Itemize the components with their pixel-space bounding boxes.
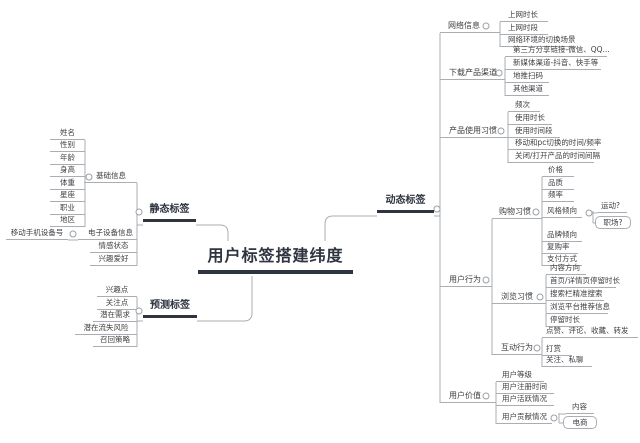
shopping-habit-node[interactable]: 购物习惯 [492,205,542,219]
contribution-node[interactable]: 用户贡献情况 [496,411,552,424]
mindmap-leaf[interactable]: 搜索栏精准搜索 [546,288,604,301]
hobby-node[interactable]: 兴趣爱好 [90,253,137,266]
mindmap-leaf[interactable]: 召回策略 [93,334,137,347]
mindmap-leaf[interactable]: 性别 [50,139,85,152]
collapse-handle-icon[interactable] [69,230,77,238]
dynamic-tags-node[interactable]: 动态标签 [377,193,434,213]
mindmap-leaf[interactable]: 价格 [542,164,574,177]
mindmap-leaf[interactable]: 频率 [542,189,574,202]
mindmap-leaf[interactable]: 支付方式 [542,253,582,266]
collapse-handle-icon[interactable] [85,173,93,181]
connector-line [324,215,377,241]
mindmap-leaf[interactable]: 内容 [566,401,594,414]
mindmap-leaf[interactable]: 停留时长 [546,314,584,327]
mindmap-leaf[interactable]: 频次 [508,99,540,112]
mindmap-leaf[interactable]: 电商 [563,416,597,429]
mindmap-leaf[interactable]: 首页/详情页停留时长 [546,275,620,288]
mindmap-leaf[interactable]: 体重 [50,177,85,190]
mindmap-leaf[interactable]: 打赏 [542,343,572,356]
collapse-handle-icon[interactable] [482,276,490,284]
collapse-handle-icon[interactable] [135,208,143,216]
user-behavior-node[interactable]: 用户行为 [440,273,492,287]
collapse-handle-icon[interactable] [433,205,441,213]
mindmap-leaf[interactable]: 新媒体渠道-抖音、快手等 [505,57,601,70]
mindmap-leaf[interactable]: 用户注册时间 [496,381,554,394]
style-tendency-node[interactable]: 风格倾向 [542,205,582,218]
connector-line [592,211,597,224]
collapse-handle-icon[interactable] [585,209,593,217]
collapse-handle-icon[interactable] [495,69,503,77]
collapse-handle-icon[interactable] [482,22,490,30]
mindmap-leaf[interactable]: 品质 [542,177,574,190]
collapse-handle-icon[interactable] [550,414,558,422]
mindmap-leaf[interactable]: 年龄 [50,152,85,165]
connector-line [197,276,253,322]
mindmap-leaf[interactable]: 关闭/打开产品的时间间隔 [508,150,600,163]
mindmap-leaf[interactable]: 关注、私聊 [542,354,592,367]
collapse-handle-icon[interactable] [482,392,490,400]
browse-habit-node[interactable]: 浏览习惯 [492,290,546,304]
emotion-status-node[interactable]: 情感状态 [90,240,137,253]
network-info-node[interactable]: 网络信息 [440,19,500,33]
collapse-handle-icon[interactable] [532,208,540,216]
collapse-handle-icon[interactable] [533,344,541,352]
mindmap-leaf[interactable]: 使用时间段 [508,125,560,138]
mindmap-leaf[interactable]: 用户活跃情况 [496,393,554,406]
mindmap-leaf[interactable]: 职场? [595,216,631,229]
mindmap-leaf[interactable]: 潜在流失风险 [75,322,137,335]
mindmap-leaf[interactable]: 网络环境的切换场景 [500,34,576,47]
product-usage-node[interactable]: 产品使用习惯 [440,124,508,138]
collapse-handle-icon[interactable] [536,293,544,301]
connector-line [558,413,566,424]
mindmap-leaf[interactable]: 移动和pc切换的时间/频率 [508,137,601,150]
mindmap-leaf[interactable]: 地推扫码 [505,70,549,83]
mindmap-leaf[interactable]: 姓名 [50,127,85,140]
mindmap-leaf[interactable]: 地区 [50,214,85,227]
mindmap-leaf[interactable]: 上网时段 [500,22,548,35]
mindmap-leaf[interactable]: 关注点 [97,297,137,310]
mindmap-leaf[interactable]: 复购率 [542,241,578,254]
mindmap-leaf[interactable]: 第三方分享链接-微信、QQ... [505,44,610,57]
mindmap-leaf[interactable]: 其他渠道 [505,83,549,96]
collapse-handle-icon[interactable] [135,307,143,315]
mindmap-leaf[interactable]: 潜在需求 [93,309,137,322]
connector-line [196,224,229,241]
mindmap-leaf[interactable]: 兴趣点 [97,284,137,297]
interact-behavior-node[interactable]: 互动行为 [492,341,542,355]
mindmap-leaf[interactable]: 职业 [50,202,85,215]
mindmap-leaf[interactable]: 用户等级 [496,369,544,382]
basic-info-node[interactable]: 基础信息 [84,170,137,183]
predict-tags-node[interactable]: 预测标签 [143,298,197,318]
download-channel-node[interactable]: 下载产品渠道 [440,66,505,80]
static-tags-node[interactable]: 静态标签 [143,202,196,222]
mindmap-leaf[interactable]: 移动手机设备号 [6,227,68,240]
mindmap-leaf[interactable]: 点赞、评论、收藏、转发 [542,325,638,338]
mindmap-leaf[interactable]: 运动? [597,200,627,213]
mindmap-leaf[interactable]: 浏览平台推荐信息 [546,301,610,314]
central-topic[interactable]: 用户标签搭建纬度 [198,244,353,274]
mindmap-leaf[interactable]: 上网时长 [500,9,548,22]
user-value-node[interactable]: 用户价值 [440,389,496,403]
mindmap-leaf[interactable]: 使用时长 [508,112,552,125]
mindmap-leaf[interactable]: 内容方向 [546,262,586,275]
mindmap-leaf[interactable]: 品牌倾向 [542,229,582,242]
mindmap-leaf[interactable]: 身高 [50,164,85,177]
mindmap-leaf[interactable]: 星座 [50,189,85,202]
collapse-handle-icon[interactable] [497,127,505,135]
device-info-node[interactable]: 电子设备信息 [78,227,137,240]
